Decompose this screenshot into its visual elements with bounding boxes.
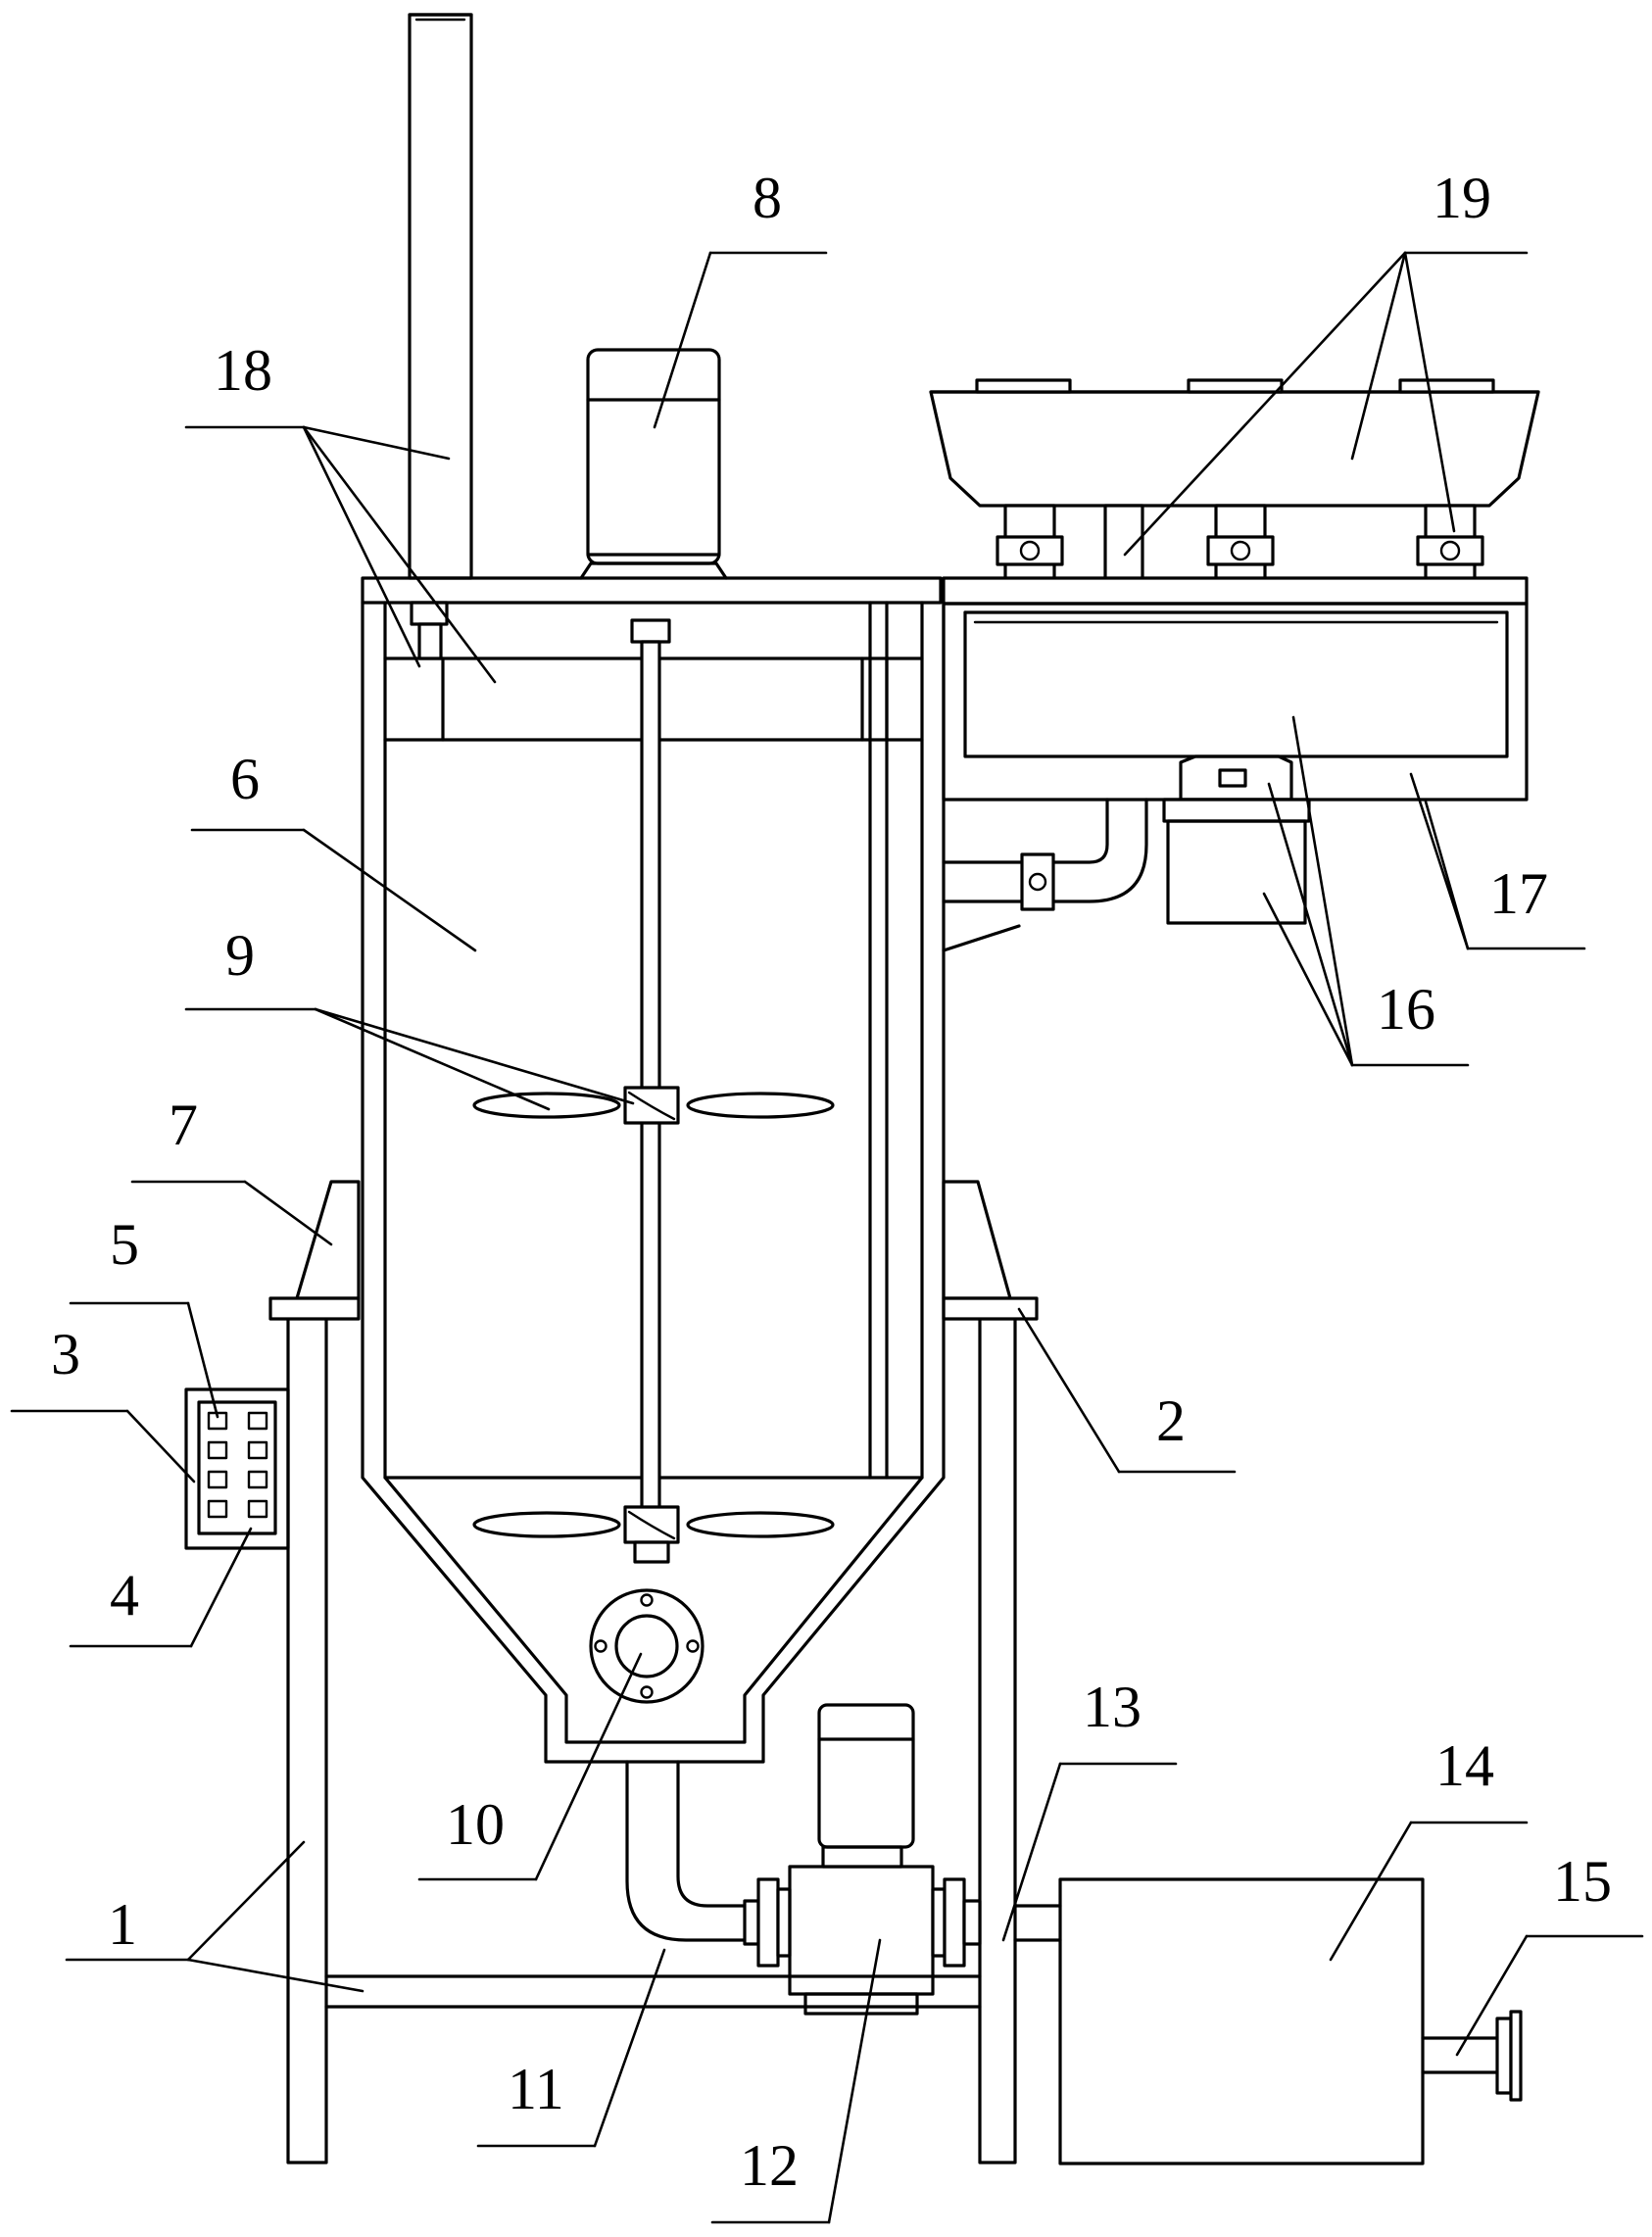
label-10: 10 (446, 1792, 505, 1857)
label-11: 11 (508, 2057, 564, 2121)
label-13: 13 (1083, 1675, 1142, 1739)
label-5: 5 (110, 1212, 139, 1277)
label-9: 9 (225, 923, 255, 988)
discharge-line (625, 1703, 1523, 2165)
label-19: 19 (1433, 166, 1491, 230)
label-4: 4 (110, 1563, 139, 1628)
exhaust-pipe (408, 13, 473, 580)
label-14: 14 (1435, 1733, 1494, 1798)
control-buttons (207, 1411, 268, 1519)
label-2: 2 (1156, 1388, 1186, 1453)
label-18: 18 (214, 338, 272, 403)
mixer-motor (579, 348, 728, 580)
stirring-shaft (472, 618, 835, 1564)
label-8: 8 (753, 166, 782, 230)
reference-labels: 1 2 3 4 5 6 7 8 9 10 11 12 13 14 15 16 1… (51, 166, 1612, 2198)
filter-unit (929, 378, 1540, 952)
label-6: 6 (230, 747, 260, 811)
label-3: 3 (51, 1322, 80, 1386)
leader-lines (10, 251, 1644, 2224)
control-box (184, 1387, 290, 1550)
label-16: 16 (1377, 977, 1435, 1042)
label-12: 12 (740, 2133, 799, 2198)
mixing-tank (361, 576, 946, 1764)
label-1: 1 (108, 1892, 137, 1957)
label-15: 15 (1553, 1849, 1612, 1914)
support-brackets (268, 1180, 1039, 1321)
label-7: 7 (169, 1093, 198, 1157)
label-17: 17 (1489, 861, 1548, 926)
